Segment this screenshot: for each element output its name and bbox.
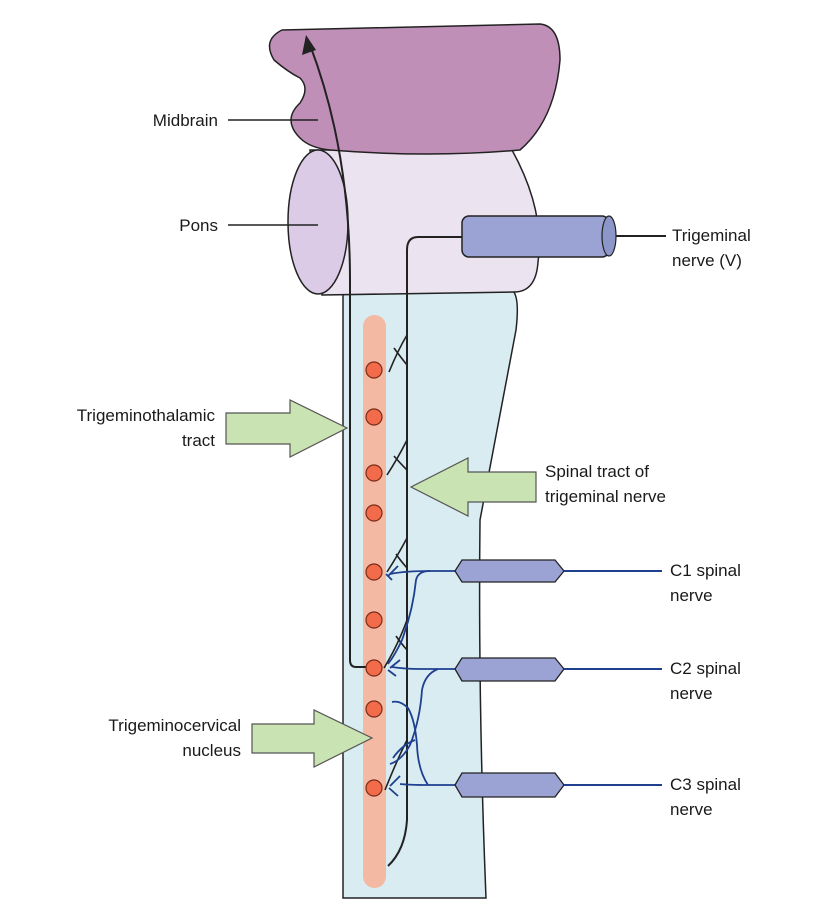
trigeminocervical-label-line2: nucleus [182, 741, 241, 760]
spinal-tract-label-line1: Spinal tract of [545, 462, 649, 481]
c2-nerve-root [454, 657, 565, 682]
c1-label-line2: nerve [670, 586, 713, 605]
nucleus-dot [365, 611, 383, 629]
spinal-tract-collaterals [383, 334, 408, 791]
trigeminocervical-nucleus-column [363, 315, 386, 888]
trigeminothalamic-tract-line [309, 44, 372, 668]
spinal-tract-label-line2: trigeminal nerve [545, 487, 666, 506]
pons-end [287, 149, 349, 295]
nucleus-dot [365, 361, 383, 379]
c1-nerve-root [454, 559, 565, 583]
nucleus-dot [365, 504, 383, 522]
c2-label-line1: C2 spinal [670, 659, 741, 678]
nucleus-dots [365, 361, 383, 797]
midbrain [268, 23, 561, 155]
tract-arrowhead [302, 35, 316, 55]
spinal-tract-line [387, 236, 462, 867]
nucleus-dot [365, 563, 383, 581]
trigeminothalamic-arrow [225, 399, 349, 458]
cervical-nerve-fibers [385, 565, 460, 797]
trigeminal-nerve-label-line1: Trigeminal [672, 226, 751, 245]
c3-nerve-root [454, 772, 565, 798]
nucleus-dot [365, 464, 383, 482]
nucleus-dot [365, 408, 383, 426]
pons-label: Pons [179, 216, 218, 235]
pons [309, 149, 540, 296]
trigeminal-nerve-root [461, 215, 610, 258]
spinal-tract-arrow [409, 457, 537, 517]
trigeminothalamic-label-line1: Trigeminothalamic [77, 406, 216, 425]
trigeminothalamic-label-line2: tract [182, 431, 215, 450]
nucleus-dot [365, 700, 383, 718]
c1-label-line1: C1 spinal [670, 561, 741, 580]
trigeminal-nerve-label-line2: nerve (V) [672, 251, 742, 270]
c3-label-line1: C3 spinal [670, 775, 741, 794]
nucleus-dot [365, 779, 383, 797]
c3-label-line2: nerve [670, 800, 713, 819]
midbrain-label: Midbrain [153, 111, 218, 130]
nucleus-dot [365, 659, 383, 677]
trigeminocervical-arrow [251, 709, 374, 768]
trigeminal-nerve-root-end [601, 215, 617, 257]
spinal-cord [342, 282, 519, 899]
c2-label-line2: nerve [670, 684, 713, 703]
trigeminocervical-label-line1: Trigeminocervical [108, 716, 241, 735]
